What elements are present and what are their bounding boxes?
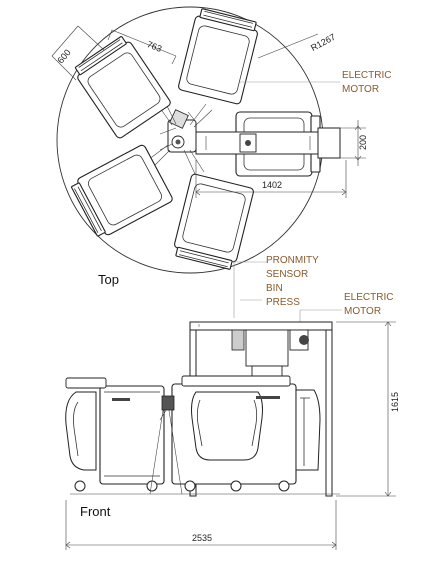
bin-front-left: [65, 377, 165, 492]
carousel-spokes: [147, 103, 213, 177]
bin-top-right: [178, 8, 258, 105]
dim-200: 200: [340, 120, 368, 166]
central-hub: [159, 109, 197, 153]
bin-front-right: [295, 389, 321, 471]
support-legs: [149, 395, 183, 495]
bin-bottom-left: [71, 144, 173, 237]
callout-electric-motor-top: ELECTRIC MOTOR: [240, 70, 394, 95]
callout-motor-top-line1: ELECTRIC: [342, 70, 391, 81]
callout-motor-front-line1: ELECTRIC: [344, 292, 393, 303]
dim-1402: 1402: [195, 160, 347, 198]
dim-1402-label: 1402: [262, 180, 282, 190]
dim-radius-label: R1267: [309, 32, 337, 53]
callout-motor-top-line2: MOTOR: [342, 84, 379, 95]
callout-motor-front-line2: MOTOR: [344, 306, 381, 317]
dim-1615-label: 1615: [390, 392, 400, 412]
view-label-top: Top: [98, 272, 119, 287]
bin-front-center: [171, 375, 297, 492]
dim-radius: R1267: [257, 32, 337, 59]
svg-text:ELECTRIC MOTOR: ELECTRIC MOTOR: [342, 70, 394, 95]
bin-bottom-right: [174, 173, 254, 270]
top-view: 600 763 R1267 ELECTRIC MOTOR 200: [51, 6, 394, 287]
press-frame: [195, 127, 341, 159]
view-label-front: Front: [80, 504, 111, 519]
dim-2535-label: 2535: [192, 533, 212, 543]
callout-sensor-line3: BIN: [266, 283, 283, 294]
callout-sensor-line4: PRESS: [266, 297, 300, 308]
callout-sensor: PRONMITY SENSOR BIN PRESS: [232, 255, 321, 318]
dim-1615: 1615: [336, 321, 400, 497]
svg-text:≡: ≡: [198, 323, 201, 328]
callout-sensor-line2: SENSOR: [266, 269, 308, 280]
dim-763-label: 763: [146, 39, 164, 54]
dim-600-label: 600: [55, 47, 72, 65]
svg-text:PRONMITY SENSOR BI: PRONMITY SENSOR BIN PRESS: [266, 255, 321, 308]
front-view: ≡: [65, 321, 400, 550]
dim-200-label: 200: [358, 135, 368, 150]
dim-2535: 2535: [65, 500, 337, 550]
svg-text:ELECTRIC MOTOR: ELECTRIC MOTOR: [344, 292, 396, 317]
bin-top-left: [74, 36, 171, 139]
callout-sensor-line1: PRONMITY: [266, 255, 319, 266]
